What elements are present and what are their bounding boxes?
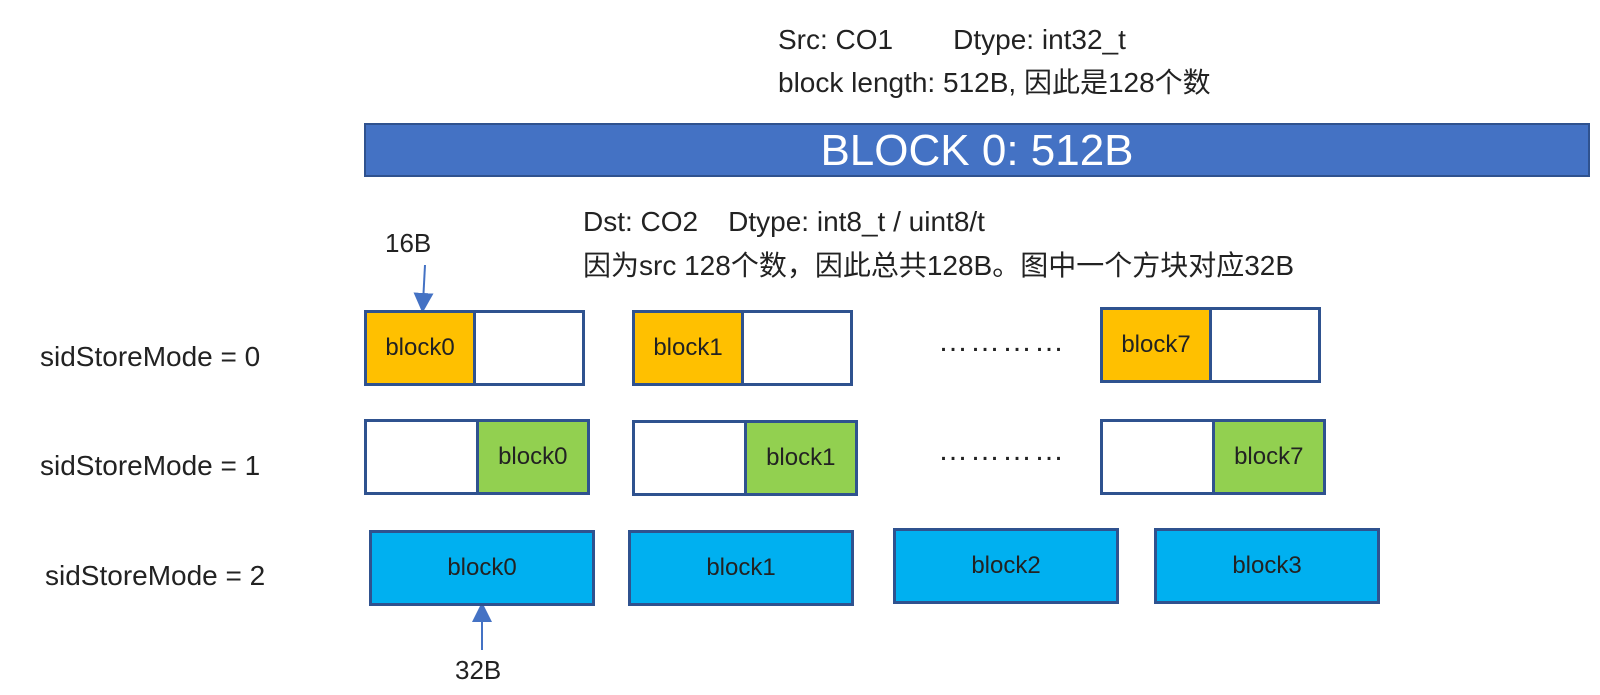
block-cell: block7 bbox=[1214, 422, 1323, 492]
empty-cell bbox=[744, 313, 850, 383]
mode-label-1: sidStoreMode = 1 bbox=[40, 450, 261, 481]
block-pair-row0-2: block7 bbox=[1100, 307, 1321, 383]
block-pair-row0-1: block1 bbox=[632, 310, 853, 386]
block-cell: block1 bbox=[635, 313, 744, 383]
src-length: block length: 512B, 因此是128个数 bbox=[778, 67, 1211, 98]
block-full-row2-0: block0 bbox=[369, 530, 595, 606]
block-pair-row1-0: block0 bbox=[364, 419, 590, 495]
dst-note: 因为src 128个数，因此总共128B。图中一个方块对应32B bbox=[583, 250, 1295, 281]
empty-cell bbox=[1103, 422, 1215, 492]
empty-cell bbox=[1212, 310, 1318, 380]
src-info-line: Src: CO1 Dtype: int32_t bbox=[778, 24, 1126, 56]
src-label: Src: CO1 bbox=[778, 24, 894, 55]
block-cell: block0 bbox=[367, 313, 476, 383]
empty-cell bbox=[367, 422, 479, 492]
block-pair-row1-1: block1 bbox=[632, 420, 858, 496]
dst-info-line: Dst: CO2 Dtype: int8_t / uint8/t bbox=[583, 206, 985, 238]
block-pair-row1-2: block7 bbox=[1100, 419, 1326, 495]
empty-cell bbox=[635, 423, 747, 493]
empty-cell bbox=[476, 313, 582, 383]
dst-dtype: Dtype: int8_t / uint8/t bbox=[728, 206, 985, 237]
block-cell: block7 bbox=[1103, 310, 1212, 380]
size-32b-label: 32B bbox=[455, 655, 502, 685]
block-pair-row0-0: block0 bbox=[364, 310, 585, 386]
block0-banner: BLOCK 0: 512B bbox=[364, 123, 1590, 177]
ellipsis-row1: ………… bbox=[938, 434, 1066, 467]
block-cell: block0 bbox=[478, 422, 587, 492]
src-dtype: Dtype: int32_t bbox=[953, 24, 1126, 55]
dst-label: Dst: CO2 bbox=[583, 206, 699, 237]
mode-label-2: sidStoreMode = 2 bbox=[45, 560, 266, 591]
block-cell: block1 bbox=[746, 423, 855, 493]
block-full-row2-1: block1 bbox=[628, 530, 854, 606]
mode-label-0: sidStoreMode = 0 bbox=[40, 341, 261, 372]
block-full-row2-3: block3 bbox=[1154, 528, 1380, 604]
ellipsis-row0: ………… bbox=[938, 325, 1066, 358]
size-16b-label: 16B bbox=[385, 228, 432, 258]
arrow-16b bbox=[413, 264, 434, 313]
block-full-row2-2: block2 bbox=[893, 528, 1119, 604]
